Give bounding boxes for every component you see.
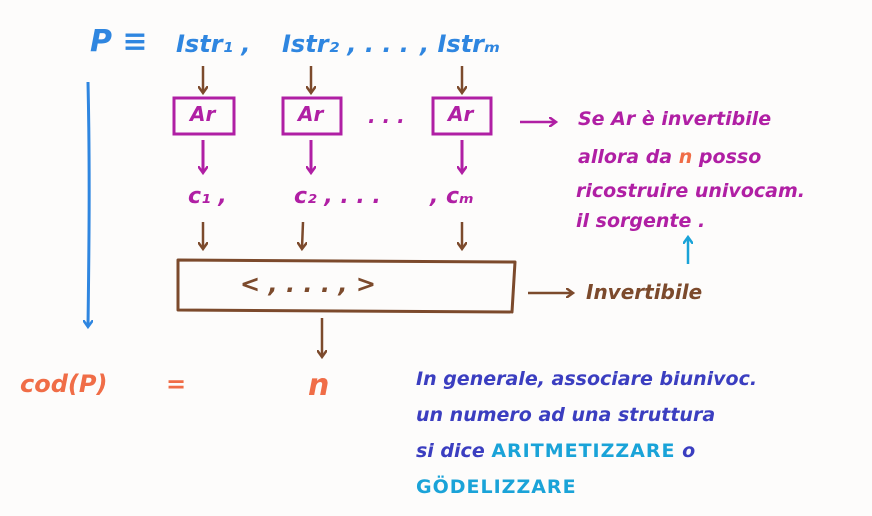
ar-note-n: n bbox=[678, 146, 693, 168]
general-note-line-3: si dice ARITMETIZZARE o bbox=[416, 440, 695, 462]
ar-label-1: Ar bbox=[190, 102, 216, 126]
tuple-content: < , . . . , > bbox=[240, 270, 376, 298]
cod-value-n: n bbox=[308, 368, 330, 403]
instruction-1: Istr₁ , bbox=[176, 30, 251, 58]
general-note-line-3-start: si dice bbox=[416, 440, 485, 462]
general-note-or: o bbox=[682, 440, 696, 462]
instruction-2: Istr₂ , . . . bbox=[282, 30, 409, 58]
general-note-line-1: In generale, associare biunivoc. bbox=[416, 368, 758, 390]
ar-note-line-3: ricostruire univocam. bbox=[576, 180, 805, 202]
code-m: , cₘ bbox=[430, 184, 474, 209]
code-2: c₂ , . . . bbox=[294, 184, 381, 209]
ar-note-line-2-end: posso bbox=[698, 146, 762, 168]
ar-note-line-4: il sorgente . bbox=[576, 210, 706, 232]
tuple-invertible-note: Invertibile bbox=[586, 280, 703, 304]
instruction-m: , Istrₘ bbox=[420, 30, 500, 58]
ar-label-m: Ar bbox=[448, 102, 474, 126]
ar-note-line-2: allora da n posso bbox=[578, 146, 761, 168]
program-label: P ≡ bbox=[90, 24, 148, 59]
arrow-c2-tuple bbox=[302, 221, 303, 248]
ar-note-line-1: Se Ar è invertibile bbox=[578, 108, 772, 130]
cod-label: cod(P) bbox=[20, 370, 108, 398]
ar-note-line-2-start: allora da bbox=[578, 146, 673, 168]
general-note-line-2: un numero ad una struttura bbox=[416, 404, 716, 426]
ar-label-2: Ar bbox=[298, 102, 324, 126]
ar-ellipsis: . . . bbox=[368, 104, 405, 128]
ar-box-m bbox=[431, 96, 493, 136]
ar-box-2 bbox=[281, 96, 343, 136]
tuple-box bbox=[176, 258, 517, 314]
aritmetizzare-term: ARITMETIZZARE bbox=[491, 440, 676, 462]
left-vertical-arrow bbox=[88, 81, 89, 326]
godelizzare-term: GÖDELIZZARE bbox=[416, 476, 577, 498]
cod-equals: = bbox=[166, 370, 187, 398]
code-1: c₁ , bbox=[188, 184, 227, 209]
ar-box-1 bbox=[172, 96, 236, 136]
